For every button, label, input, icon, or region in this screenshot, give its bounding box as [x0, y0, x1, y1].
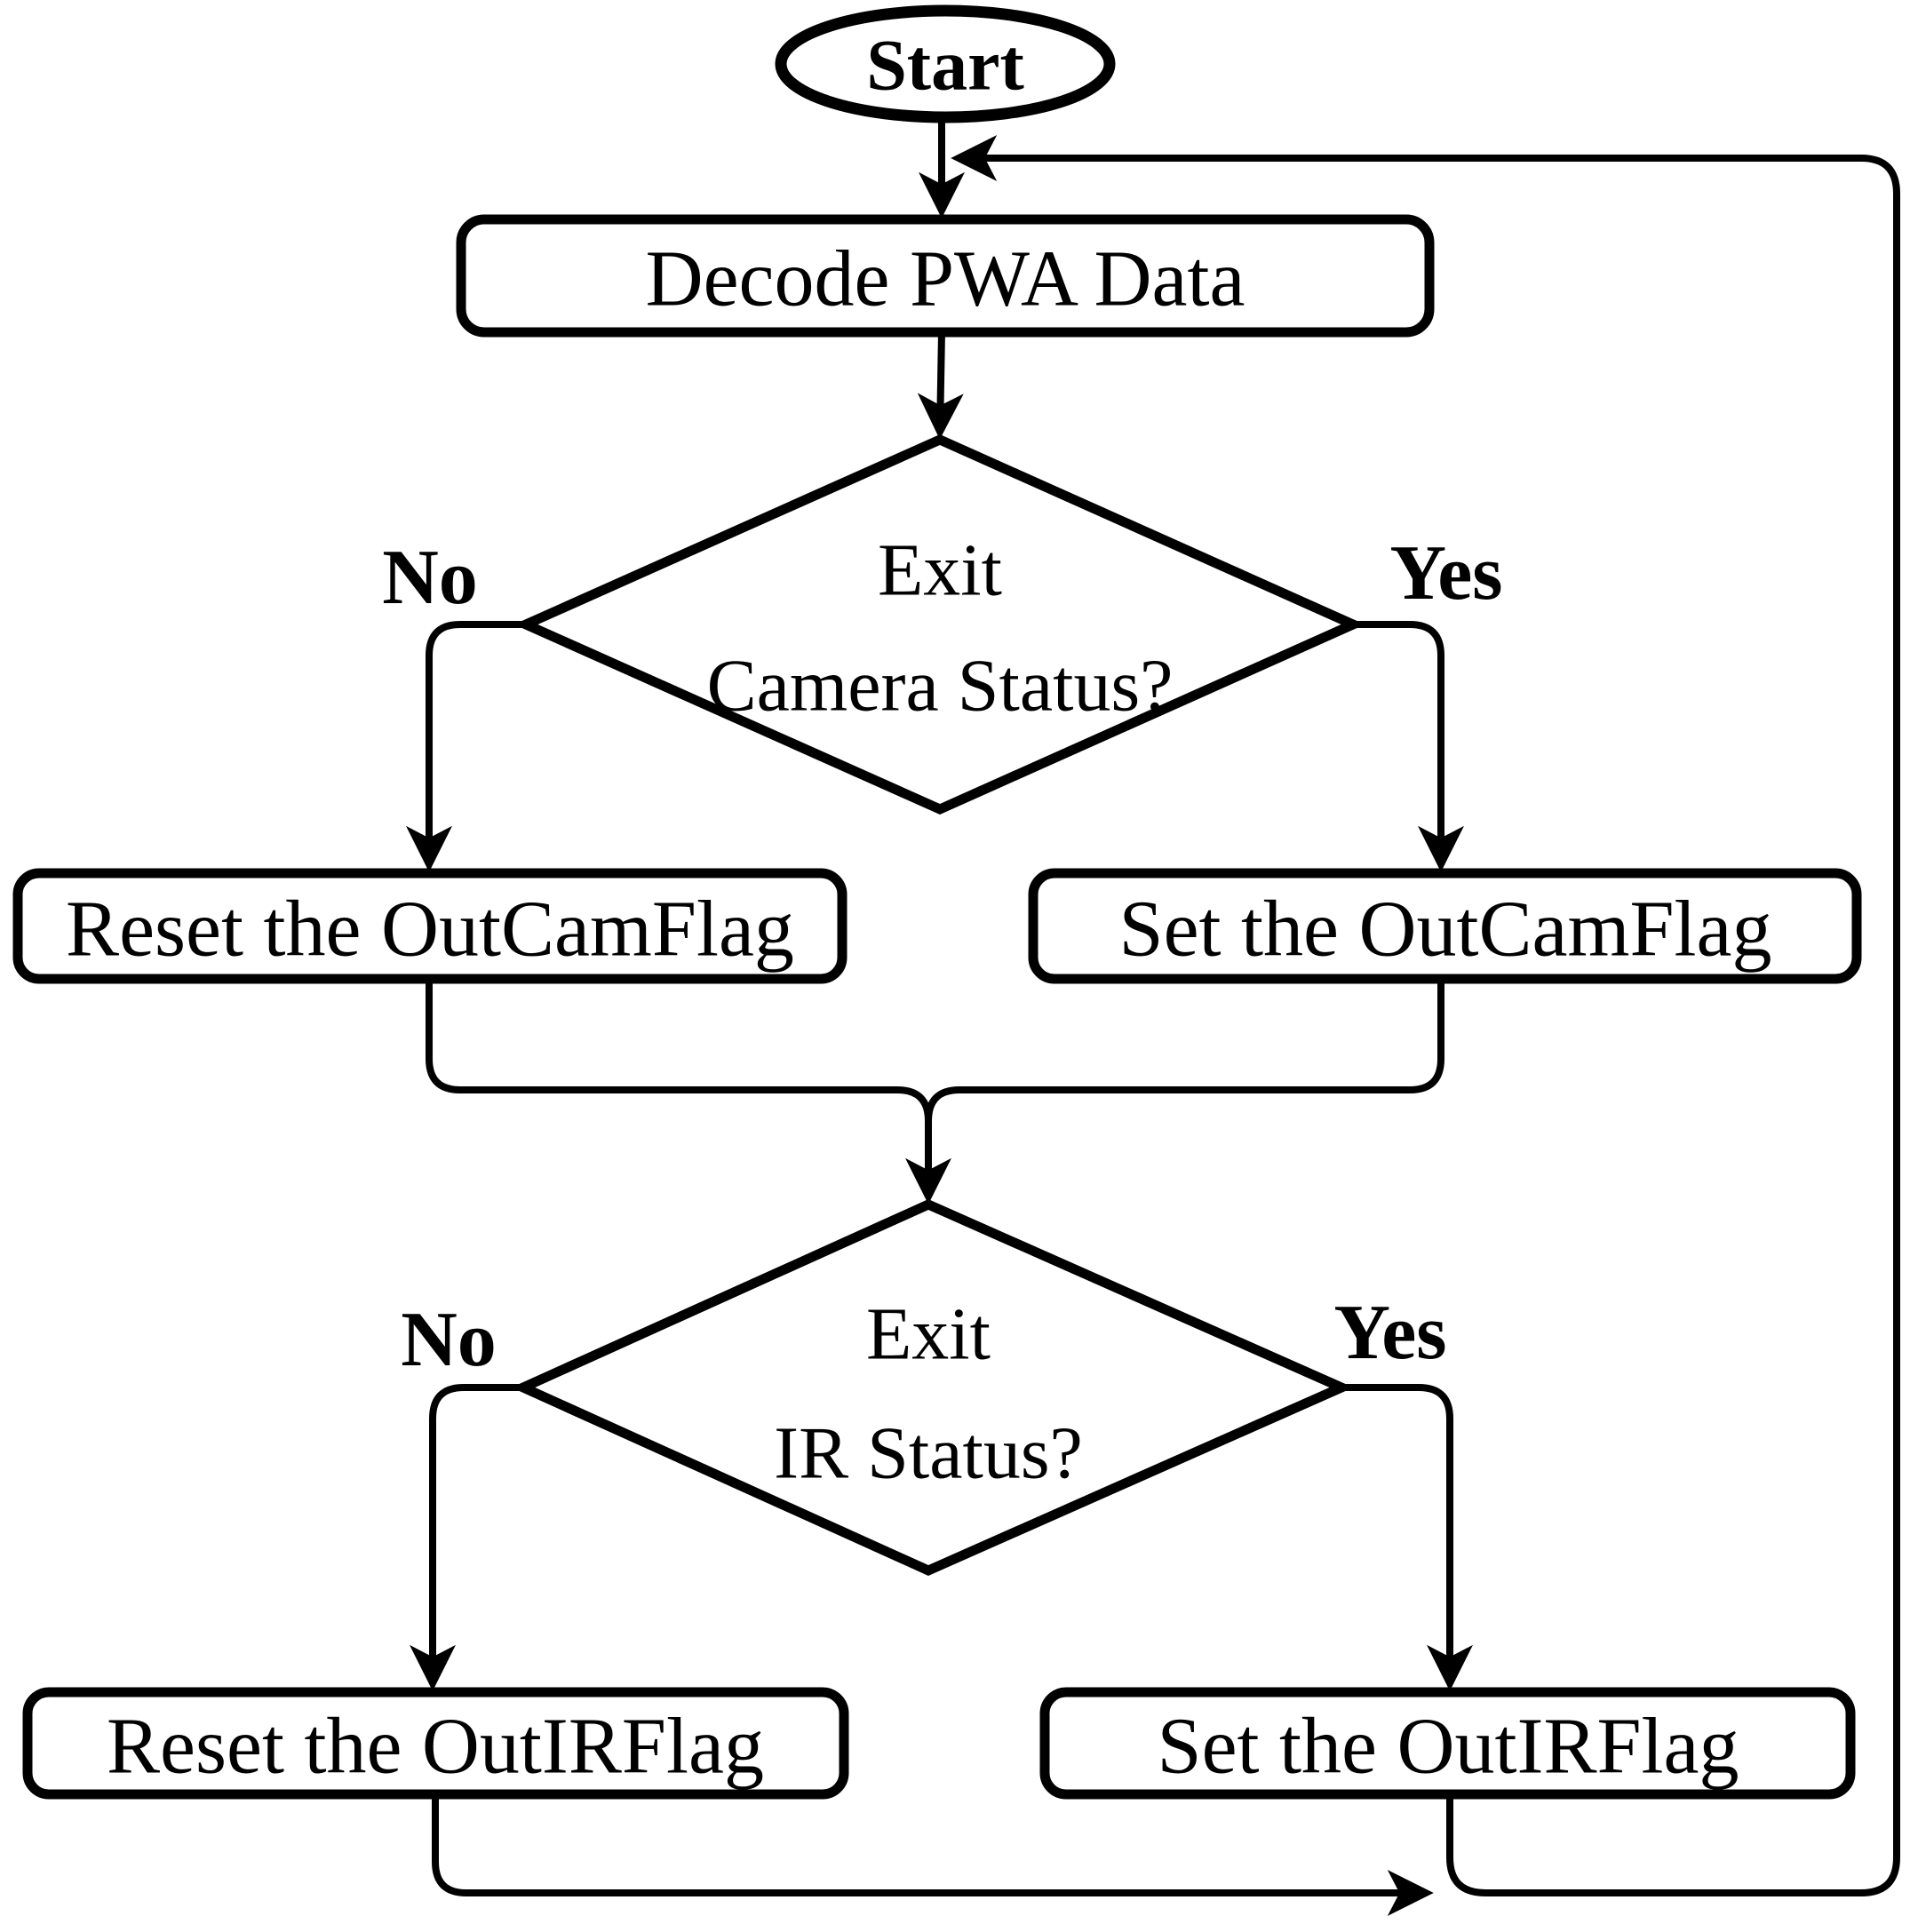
set-outirflag-shape [1039, 1687, 1856, 1800]
node-reset-outirflag: Reset the OutIRFlag [22, 1687, 849, 1800]
edge-bottom-merge [432, 1794, 1434, 1916]
decode-process-shape [456, 214, 1435, 338]
node-camera-decision: Exit Camera Status? No Yes [382, 433, 1503, 815]
node-decode-pwa-data: Decode PWA Data [456, 214, 1435, 338]
ir-decision-line1: Exit [866, 1292, 991, 1375]
reset-outcamflag-shape [12, 868, 848, 984]
ir-no-label: No [401, 1297, 497, 1383]
edge-camera-no [406, 621, 526, 872]
set-outcamflag-label: Set the OutCamFlag [1119, 886, 1772, 974]
camera-no-label: No [382, 535, 478, 621]
ir-decision-line2: IR Status? [774, 1411, 1083, 1494]
node-set-outirflag: Set the OutIRFlag [1039, 1687, 1856, 1800]
reset-outcamflag-label: Reset the OutCamFlag [66, 886, 794, 974]
edge-decode-to-camera-decision [917, 331, 964, 440]
ir-yes-label: Yes [1333, 1290, 1446, 1376]
camera-decision-diamond [513, 433, 1365, 815]
start-label: Start [866, 25, 1024, 106]
camera-yes-label: Yes [1389, 530, 1502, 616]
node-start: Start [775, 4, 1116, 123]
connectors [406, 114, 1900, 1916]
reset-outirflag-shape [22, 1687, 849, 1800]
edge-merge-right [925, 979, 1444, 1122]
node-ir-decision: Exit IR Status? No Yes [401, 1198, 1447, 1577]
decode-label: Decode PWA Data [646, 235, 1245, 323]
node-set-outcamflag: Set the OutCamFlag [1028, 868, 1862, 984]
node-reset-outcamflag: Reset the OutCamFlag [12, 868, 848, 984]
start-terminator-shape [775, 4, 1116, 123]
edge-ir-no [410, 1384, 523, 1691]
camera-decision-line2: Camera Status? [707, 644, 1174, 727]
camera-decision-line1: Exit [878, 529, 1002, 611]
reset-outirflag-label: Reset the OutIRFlag [107, 1703, 764, 1791]
ir-decision-diamond [511, 1198, 1354, 1577]
set-outcamflag-shape [1028, 868, 1862, 984]
edge-camera-yes [1353, 621, 1464, 872]
edge-feedback-loop [951, 135, 1900, 1896]
edge-merge-left [426, 979, 932, 1122]
set-outirflag-label: Set the OutIRFlag [1158, 1703, 1739, 1791]
edge-ir-yes [1341, 1384, 1473, 1691]
